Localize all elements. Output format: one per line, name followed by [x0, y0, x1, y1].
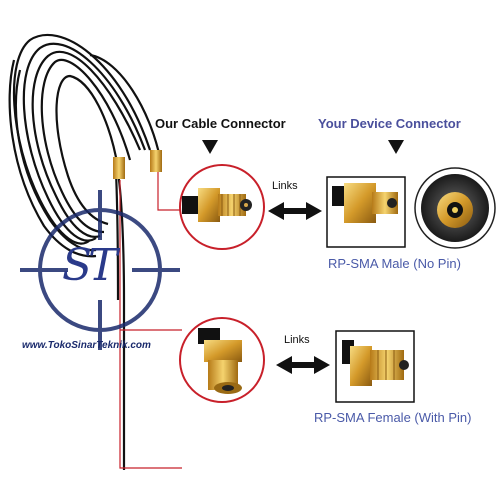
- watermark-crosshair: [20, 190, 180, 350]
- rp-sma-bulkhead-connector: [182, 188, 252, 222]
- our-cable-connector-label: Our Cable Connector: [155, 116, 286, 131]
- coiled-cable: [8, 34, 162, 470]
- watermark-website: www.TokoSinarTeknik.com: [22, 340, 151, 351]
- arrow-down-icon: [388, 140, 404, 154]
- rp-sma-male-connector: [198, 328, 242, 394]
- double-arrow-icon: [276, 356, 330, 374]
- caption-rp-sma-male: RP-SMA Male (No Pin): [328, 256, 461, 271]
- cable-end-connector-2: [150, 150, 162, 172]
- device-connector-label: Your Device Connector: [318, 116, 461, 131]
- caption-rp-sma-female: RP-SMA Female (With Pin): [314, 410, 472, 425]
- arrow-down-icon: [202, 140, 218, 154]
- double-arrow-icon: [268, 202, 322, 220]
- links-label-bottom: Links: [284, 334, 310, 346]
- leader-lines: [119, 172, 182, 469]
- watermark-logo: ST: [62, 240, 117, 291]
- device-female-connector: [342, 340, 409, 386]
- device-male-connector: [332, 183, 398, 223]
- cable-end-connector-1: [113, 157, 125, 179]
- links-label-top: Links: [272, 180, 298, 192]
